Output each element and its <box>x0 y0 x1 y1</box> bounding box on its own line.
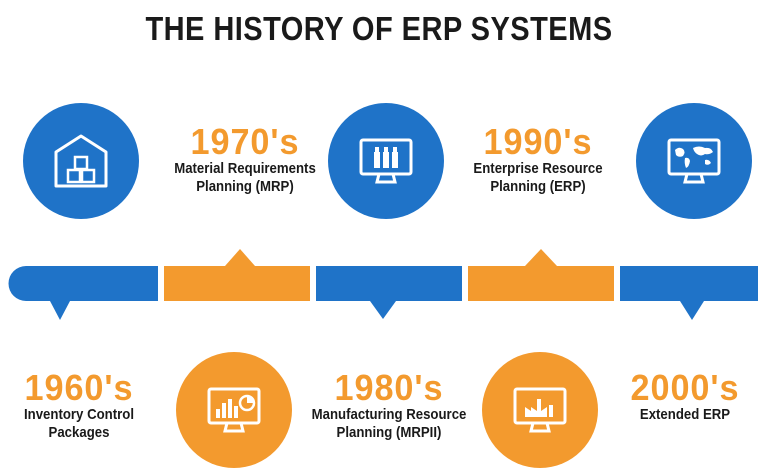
timeline-bar <box>8 249 758 320</box>
warehouse-icon <box>54 134 108 188</box>
era-year: 1980's <box>334 367 444 408</box>
era-year: 1970's <box>190 121 300 162</box>
monitor-world-map-icon <box>667 138 721 184</box>
era-description: Material Requirements Planning (MRP) <box>174 160 316 195</box>
era-description: Manufacturing Resource Planning (MRPII) <box>311 406 467 441</box>
timeline-pointer-1960s <box>50 301 70 320</box>
timeline-pointer-2000s <box>680 301 704 320</box>
timeline-segment-2000s <box>620 266 758 301</box>
timeline-segment-1980s <box>316 266 462 301</box>
warehouse-icon-circle <box>23 103 139 219</box>
era-1970s: 1970's Material Requirements Planning (M… <box>155 124 335 196</box>
era-description: Extended ERP <box>639 406 731 423</box>
era-description: Inventory Control Packages <box>23 406 134 441</box>
era-year: 1960's <box>24 367 134 408</box>
monitor-bottles-icon-circle <box>328 103 444 219</box>
monitor-factory-icon <box>513 387 567 433</box>
era-1980s: 1980's Manufacturing Resource Planning (… <box>298 370 480 442</box>
era-description: Enterprise Resource Planning (ERP) <box>473 160 603 195</box>
timeline-segment-1990s <box>468 266 614 301</box>
era-2000s: 2000's Extended ERP <box>620 370 750 424</box>
era-1990s: 1990's Enterprise Resource Planning (ERP… <box>448 124 628 196</box>
era-year: 1990's <box>483 121 593 162</box>
monitor-bottles-icon <box>359 138 413 184</box>
timeline-pointer-1990s <box>525 249 557 266</box>
timeline-pointer-1980s <box>370 301 396 319</box>
era-year: 2000's <box>630 367 740 408</box>
page-title: THE HISTORY OF ERP SYSTEMS <box>145 10 613 47</box>
era-1960s: 1960's Inventory Control Packages <box>4 370 154 442</box>
monitor-world-map-icon-circle <box>636 103 752 219</box>
timeline-pointer-1970s <box>225 249 255 266</box>
monitor-factory-icon-circle <box>482 352 598 468</box>
timeline-segment-1970s <box>164 266 310 301</box>
timeline-segment-1960s <box>8 266 158 301</box>
monitor-chart-icon-circle <box>176 352 292 468</box>
monitor-chart-icon <box>207 387 261 433</box>
